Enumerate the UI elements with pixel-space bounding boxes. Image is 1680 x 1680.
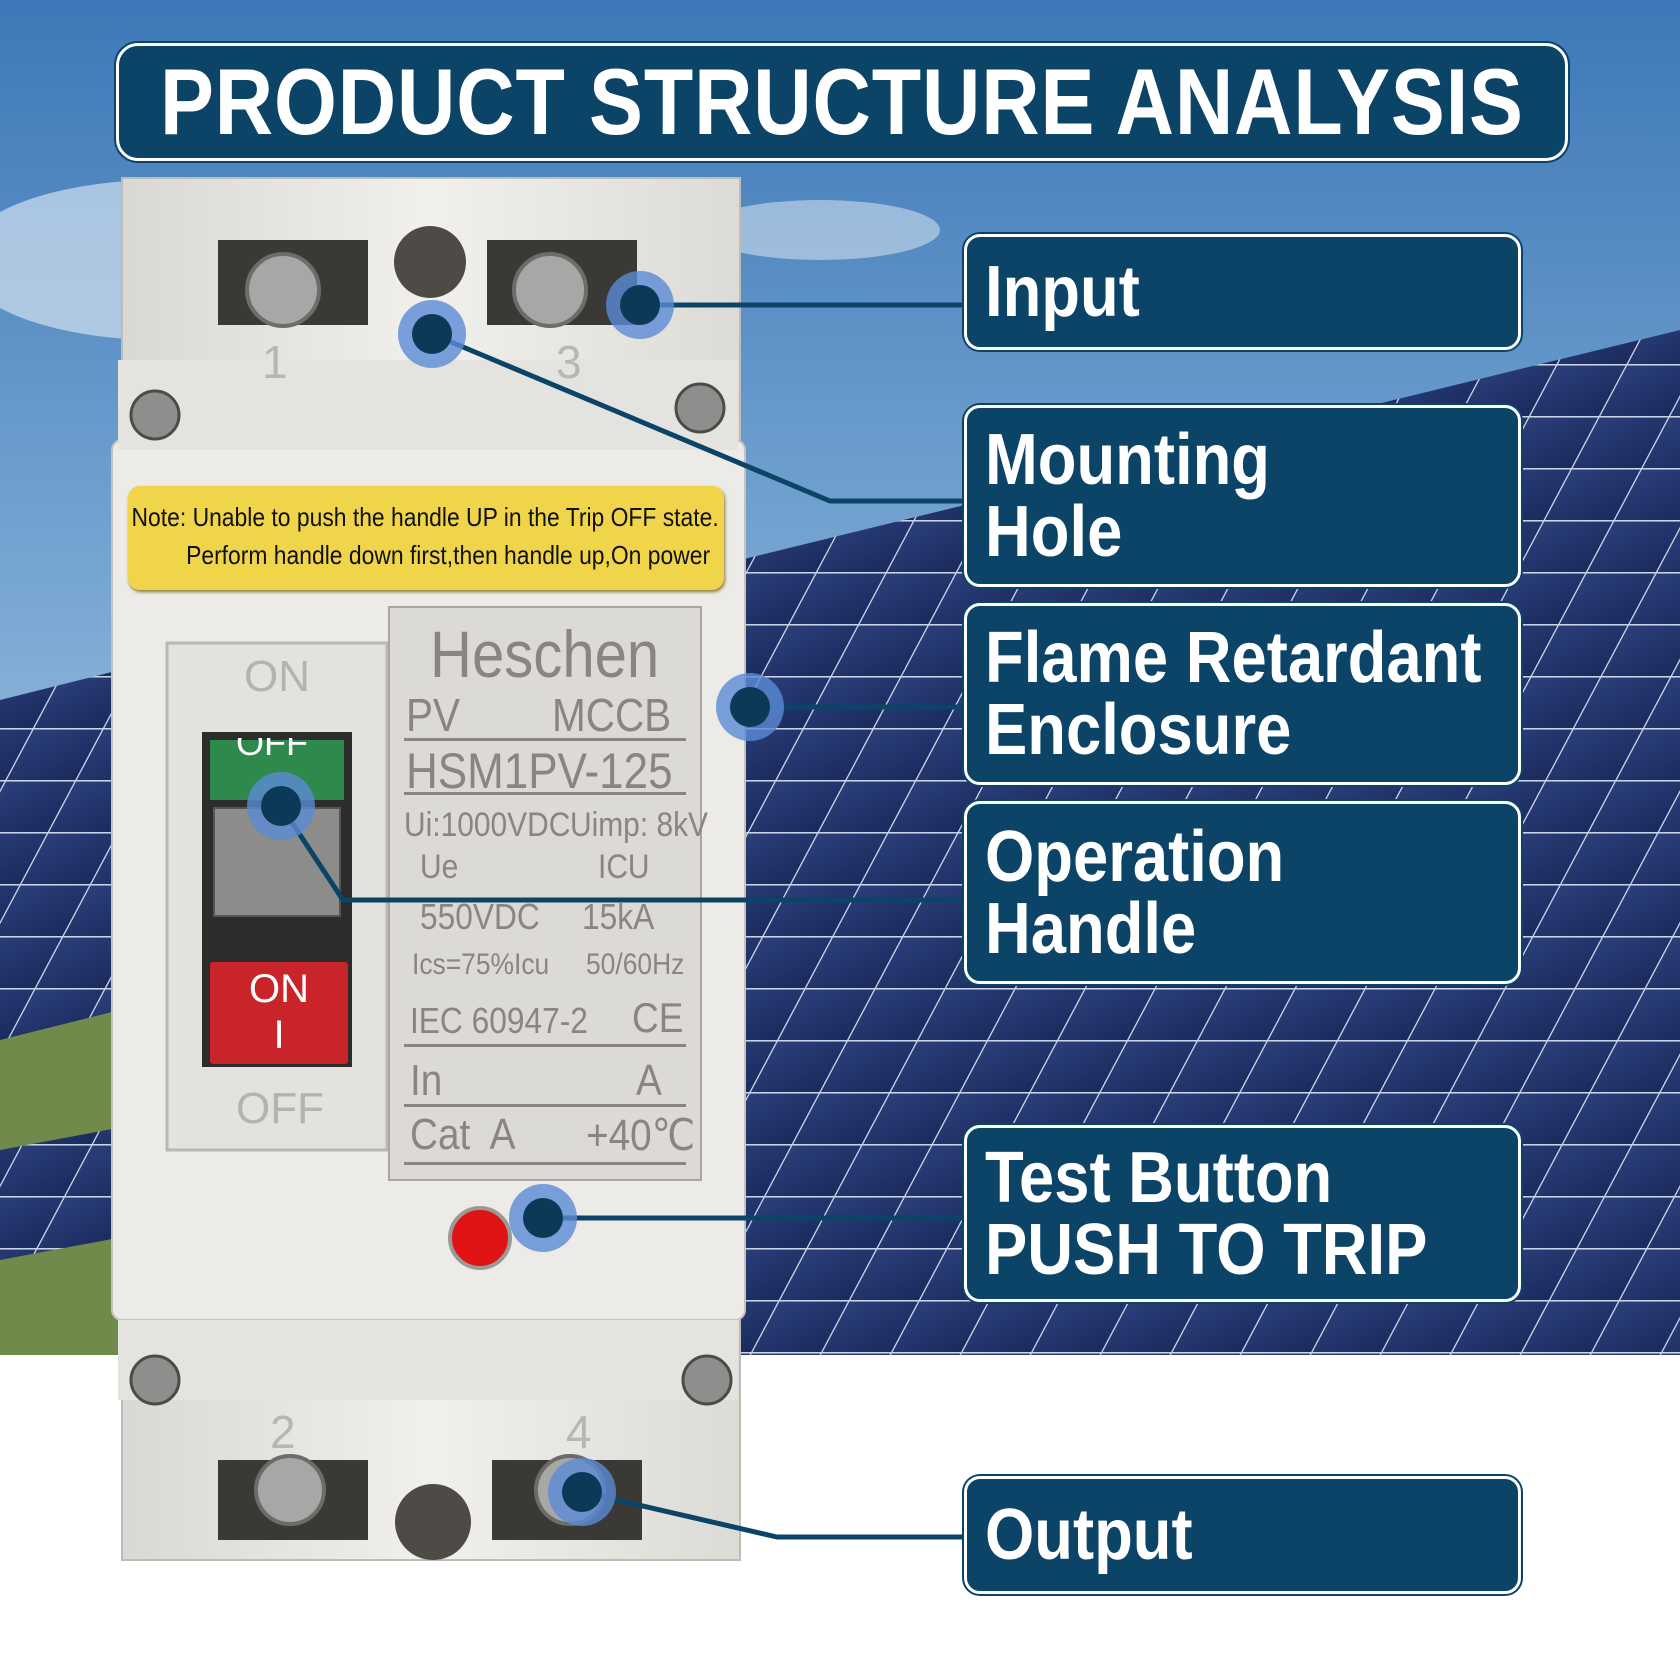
plate-in: In [410,1056,443,1105]
page-title: PRODUCT STRUCTURE ANALYSIS [160,49,1524,154]
plate-cat: Cat A [410,1110,516,1159]
callout-output: Output [964,1476,1521,1594]
test-button-marker [509,1184,577,1252]
input-marker [606,271,674,339]
switch-off-label: OFF [236,1084,324,1133]
brand-name: Heschen [430,617,660,691]
plate-uimp: Uimp: 8kV [570,806,709,844]
plate-pv: PV [406,689,461,741]
handle-marker [247,772,315,840]
plate-ics: Ics=75%Icu [412,948,550,981]
ce-mark: CE [632,994,684,1041]
callout-input: Input [964,234,1521,350]
callout-output-text: Output [985,1495,1193,1575]
callout-input-text: Input [985,252,1140,332]
callout-mounting-line1: Mounting [985,420,1270,500]
model-number: HSM1PV-125 [406,743,673,799]
plate-mccb: MCCB [552,689,672,741]
callout-test-line2: PUSH TO TRIP [985,1209,1428,1290]
enclosure-marker [716,673,784,741]
terminal-4-label: 4 [566,1406,592,1458]
callout-handle-line1: Operation [985,816,1285,897]
callout-enclosure-line1: Flame Retardant [985,618,1482,698]
plate-in-unit: A [636,1056,662,1105]
plate-ue-value: 550VDC [420,896,540,937]
callout-mounting-line2: Hole [985,492,1123,572]
plate-frequency: 50/60Hz [586,948,685,981]
warning-note: Note: Unable to push the handle UP in th… [128,486,724,590]
plate-temperature: +40℃ [586,1111,696,1160]
plate-ue: Ue [420,848,459,886]
plate-icu-value: 15kA [582,896,655,937]
terminal-1-label: 1 [262,336,288,388]
title-banner: PRODUCT STRUCTURE ANALYSIS [116,43,1568,161]
plate-standard: IEC 60947-2 [410,1000,588,1041]
rating-plate: Heschen PV MCCB HSM1PV-125 Ui:1000VDC Ui… [388,606,708,1181]
output-marker [548,1458,616,1526]
switch-on-label: ON [244,652,310,701]
off-window-label: OFF [236,738,308,763]
mounting-hole-marker [398,300,466,368]
plate-icu: ICU [598,848,650,886]
note-line-1: Note: Unable to push the handle UP in th… [131,502,719,532]
callout-handle-line2: Handle [985,888,1197,969]
note-line-2: Perform handle down first,then handle up… [186,540,711,570]
callout-enclosure-line2: Enclosure [985,690,1292,770]
callout-test-line1: Test Button [985,1137,1333,1218]
terminal-3-label: 3 [556,336,582,388]
terminal-2-label: 2 [270,1406,296,1458]
plate-ui: Ui:1000VDC [404,806,571,844]
